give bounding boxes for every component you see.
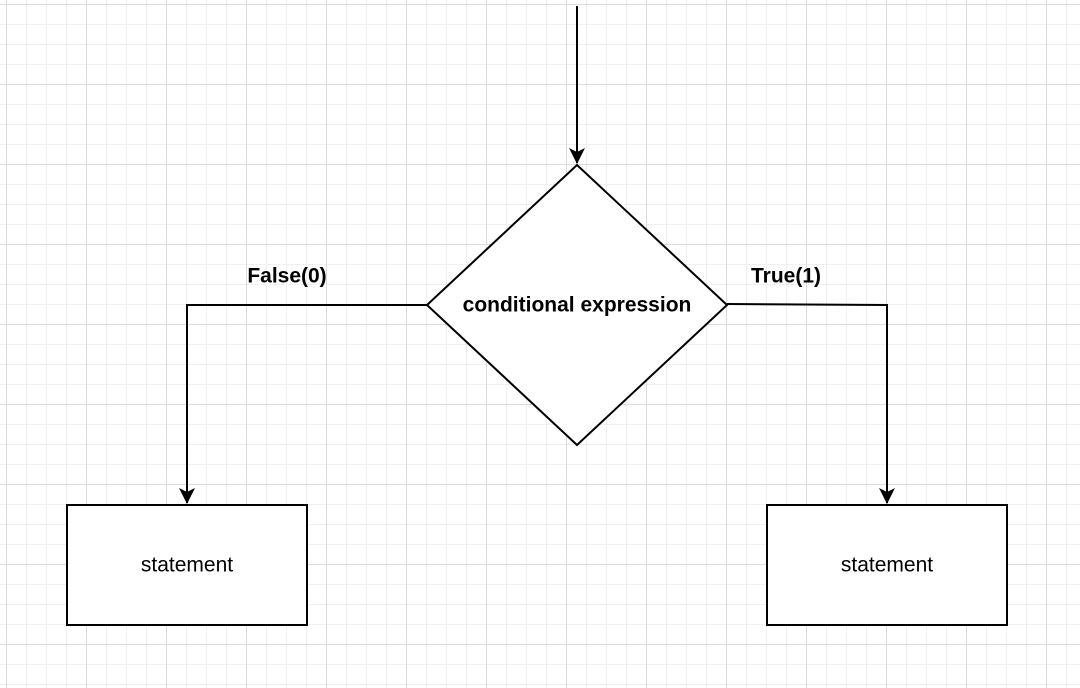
decision-diamond[interactable] — [425, 163, 729, 447]
false-edge-label: False(0) — [247, 264, 327, 288]
true-branch-arrow[interactable] — [726, 303, 895, 504]
true-edge-label: True(1) — [750, 264, 822, 288]
right-statement-box[interactable] — [766, 504, 1008, 626]
left-statement-label: statement — [140, 553, 234, 577]
right-statement-label: statement — [840, 553, 934, 577]
left-statement-box[interactable] — [66, 504, 308, 626]
decision-label: conditional expression — [462, 293, 692, 317]
false-branch-arrow[interactable] — [179, 304, 427, 504]
